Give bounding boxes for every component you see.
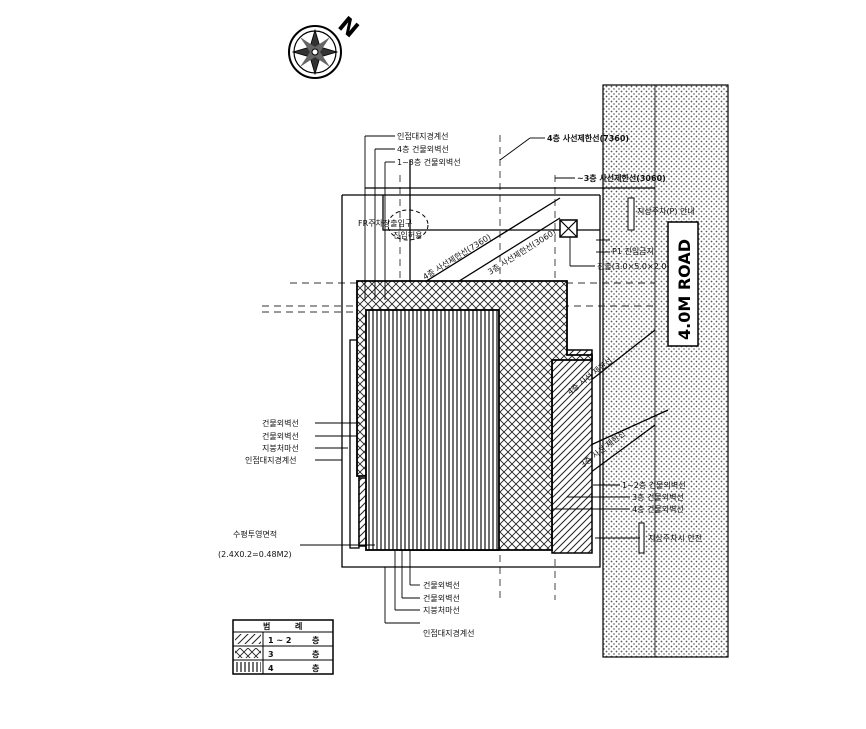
label-sign: 지상주차(P) 안내 (637, 206, 695, 216)
legend-swatch-1-2 (235, 634, 261, 644)
area-note-line1: 수평투영면적 (233, 529, 277, 539)
floor-1-2-area (551, 349, 593, 554)
label-floor4-line: 4층 건물외벽선 (397, 144, 449, 154)
legend-range-2: 3 (268, 650, 274, 659)
legend-header-right: 례 (295, 621, 302, 631)
label-entrance: 진출(3.0×5.0×2.0) (597, 261, 670, 271)
leader-lines (300, 135, 640, 624)
legend-header-left: 범 (263, 621, 270, 631)
label-left-4: 인접대지경계선 (245, 455, 297, 465)
label-right-3: 4층 건물외벽선 (632, 504, 684, 514)
legend-range-1: 1 ~ 2 (268, 636, 291, 645)
label-right-4: 지상주차시 안전 (648, 533, 702, 543)
sign-post (627, 197, 635, 231)
building-outlines (341, 160, 655, 568)
label-bottom-1: 건물외벽선 (423, 580, 460, 590)
legend-swatch-4 (235, 662, 261, 672)
label-parking-entry: P1 진입금지 (612, 246, 654, 256)
label-left-3: 지붕처마선 (262, 444, 299, 453)
label-left-2: 건물외벽선 (262, 431, 299, 441)
label-fire-sign: FR주차장출입구 (358, 218, 412, 228)
area-note-line2: (2.4X0.2=0.48M2) (218, 550, 292, 559)
label-site-boundary: 인접대지경계선 (397, 131, 449, 141)
legend: 범 례 1 ~ 2 층 3 층 4 층 (232, 619, 334, 675)
label-bottom-3: 지붕처마선 (423, 606, 460, 615)
legend-unit-3: 층 (312, 663, 320, 673)
legend-swatch-3 (235, 648, 261, 658)
label-bottom-2: 건물외벽선 (423, 593, 460, 603)
road-strip (602, 84, 729, 658)
legend-range-3: 4 (268, 664, 274, 673)
label-floor1-3-line: 1~3층 건물외벽선 (397, 157, 461, 167)
road-label-box: 4.0M ROAD (667, 221, 699, 347)
label-diag-2: 3층 사선제한선(3060) (486, 228, 557, 277)
label-floor4-setback: 4층 사선제한선(7360) (547, 133, 629, 143)
road-label: 4.0M ROAD (675, 239, 694, 340)
compass-rose-icon (288, 25, 342, 79)
label-fire-sign-sub: 진입허용 (393, 230, 422, 240)
legend-unit-1: 층 (312, 635, 320, 645)
meter-box (559, 219, 578, 238)
label-floor3-setback: ~3층 사선제한선(3060) (577, 173, 666, 183)
floor-4-area (365, 309, 500, 551)
label-right-2: 3층 건물외벽선 (632, 492, 684, 502)
label-right-1: 1~2층 건물외벽선 (622, 480, 686, 490)
label-bottom-4: 인접대지경계선 (423, 628, 475, 638)
label-left-1: 건물외벽선 (262, 418, 299, 428)
legend-unit-2: 층 (312, 649, 320, 659)
label-diag-1: 4층 사선제한선(7360) (421, 233, 492, 282)
fire-sign-ellipse (387, 209, 429, 241)
